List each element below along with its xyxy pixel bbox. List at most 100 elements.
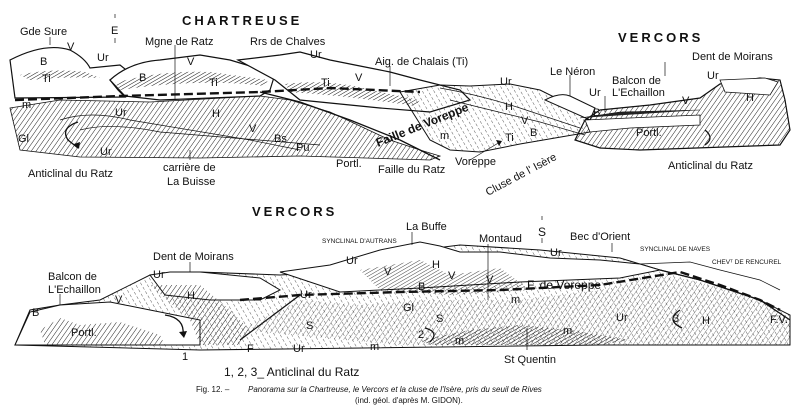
symbol-m: m: [22, 99, 31, 111]
symbol-Ti: Ti: [209, 77, 218, 89]
symbol-Ur: Ur: [97, 52, 109, 64]
label-fv: F.V.: [770, 314, 788, 326]
label-carriere-2: La Buisse: [167, 176, 215, 188]
symbol-Ur: Ur: [616, 312, 628, 324]
symbol-B: B: [593, 107, 600, 119]
symbol-V: V: [682, 95, 690, 107]
symbol-S: S: [306, 320, 313, 332]
top-anticline-arrow-left: [64, 121, 79, 149]
symbol-V: V: [249, 123, 257, 135]
symbol-V: V: [521, 115, 529, 127]
symbol-Ur: Ur: [707, 70, 719, 82]
label-synclinal-autrans: SYNCLINAL D'AUTRANS: [322, 238, 397, 245]
bottom-anticline-arrow-2: [424, 327, 435, 343]
symbol-V: V: [67, 41, 75, 53]
symbol-Ur: Ur: [346, 255, 358, 267]
label-voreppe: Voreppe: [455, 156, 496, 168]
symbol-m: m: [455, 335, 464, 347]
symbol-H: H: [432, 259, 440, 271]
symbol-V: V: [115, 294, 123, 306]
caption-line-2: (ind. géol. d'après M. GIDON).: [355, 396, 463, 405]
symbol-H: H: [505, 101, 513, 113]
symbol-Ur: Ur: [550, 247, 562, 259]
symbol-Pu: Pu: [296, 142, 309, 154]
symbol-B: B: [32, 307, 39, 319]
symbol-Ur: Ur: [500, 76, 512, 88]
label-synclinal-naves: SYNCLINAL DE NAVES: [640, 246, 711, 253]
symbol-B: B: [40, 56, 47, 68]
label-anticline-3: 3: [673, 313, 679, 325]
label-rrs-de-chalves: Rrs de Chalves: [250, 36, 326, 48]
symbol-m: m: [511, 294, 520, 306]
top-fault-line: [14, 86, 421, 102]
symbol-Gl: Gl: [18, 133, 29, 145]
symbol-Ur: Ur: [100, 146, 112, 158]
symbol-S: S: [436, 313, 443, 325]
top-neron-peak: [543, 94, 596, 121]
symbol-Bs: Bs: [274, 133, 287, 145]
label-st-quentin: St Quentin: [504, 354, 556, 366]
top-anticline-arrow-right: [704, 129, 711, 146]
bottom-labels: VERCORS S SYNCLINAL D'AUTRANS La Buffe M…: [32, 204, 788, 379]
symbol-Ti: Ti: [42, 73, 51, 85]
symbol-m: m: [563, 325, 572, 337]
bottom-anticline-arrow-3: [672, 309, 683, 329]
label-portl-bottom: Portl.: [71, 327, 97, 339]
label-portl-top-1: Portl.: [336, 158, 362, 170]
symbol-m: m: [440, 130, 449, 142]
label-dent-moirans-bottom: Dent de Moirans: [153, 251, 234, 263]
symbol-B: B: [530, 127, 537, 139]
symbol-Gl: Gl: [403, 302, 414, 314]
label-fault-f: F: [247, 343, 254, 355]
label-chev-rencurel: CHEVᵀ DE RENCUREL: [712, 259, 782, 266]
symbol-H: H: [702, 315, 710, 327]
symbol-Ur: Ur: [115, 107, 127, 119]
symbol-V: V: [384, 266, 392, 278]
label-la-buffe: La Buffe: [406, 221, 447, 233]
marker-s: S: [538, 225, 546, 239]
label-montaud: Montaud: [479, 233, 522, 245]
label-balcon-bottom-1: Balcon de: [48, 271, 97, 283]
symbol-Ur: Ur: [300, 289, 312, 301]
label-f-de-voreppe: F. de Voreppe: [527, 278, 601, 292]
label-mgne-de-ratz: Mgne de Ratz: [145, 36, 213, 48]
label-bec-orient: Bec d'Orient: [570, 231, 630, 243]
label-le-neron: Le Néron: [550, 66, 595, 78]
symbol-Ur: Ur: [589, 87, 601, 99]
label-gde-sure: Gde Sure: [20, 26, 67, 38]
region-title-chartreuse: CHARTREUSE: [182, 13, 302, 28]
symbol-Ur: Ur: [310, 49, 322, 61]
caption-line-1: Panorama sur la Chartreuse, le Vercors e…: [248, 385, 542, 394]
label-faille-ratz: Faille du Ratz: [378, 164, 445, 176]
label-aig-chalais: Aig. de Chalais (Ti): [375, 56, 468, 68]
region-title-vercors-top: VERCORS: [618, 30, 703, 45]
label-portl-top-2: Portl.: [636, 127, 662, 139]
symbol-V: V: [486, 274, 494, 286]
top-panorama: [9, 14, 791, 161]
symbol-Ur: Ur: [153, 269, 165, 281]
symbol-Ur: Ur: [293, 343, 305, 355]
label-anticlinal-legend: 1, 2, 3_ Anticlinal du Ratz: [224, 365, 359, 379]
symbol-Ti: Ti: [505, 132, 514, 144]
caption-fig-number: Fig. 12. –: [196, 385, 230, 394]
label-anticlinal-left: Anticlinal du Ratz: [28, 168, 113, 180]
label-balcon-bottom-2: L'Echaillon: [48, 284, 101, 296]
figure-caption: Fig. 12. – Panorama sur la Chartreuse, l…: [196, 385, 542, 405]
label-balcon-2: L'Echaillon: [612, 87, 665, 99]
symbol-B: B: [139, 72, 146, 84]
symbol-B: B: [418, 281, 425, 293]
label-anticlinal-right: Anticlinal du Ratz: [668, 160, 753, 172]
symbol-V: V: [355, 72, 363, 84]
symbol-H: H: [212, 108, 220, 120]
label-anticline-2: 2: [418, 329, 424, 341]
symbol-Ti: Ti: [321, 77, 330, 89]
label-dent-moirans-top: Dent de Moirans: [692, 51, 773, 63]
symbol-H: H: [746, 92, 754, 104]
symbol-H: H: [187, 290, 195, 302]
bottom-panorama: [14, 216, 791, 351]
symbol-V: V: [187, 56, 195, 68]
symbol-m: m: [370, 341, 379, 353]
label-anticline-1: 1: [182, 351, 188, 363]
marker-e: E: [111, 25, 118, 37]
